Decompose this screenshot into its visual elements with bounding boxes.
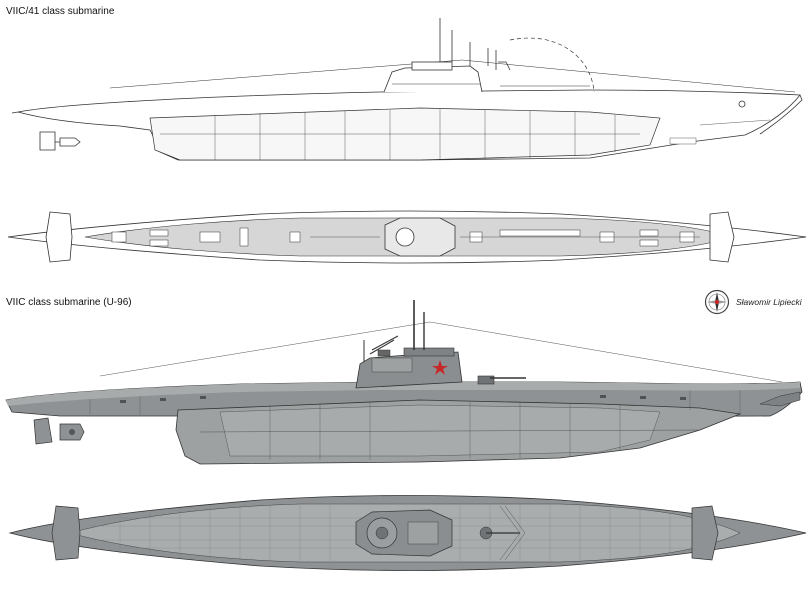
lower-drawing-title: VIIC class submarine (U-96)	[6, 297, 132, 308]
u96-side-profile	[5, 300, 803, 465]
u96-top-view	[8, 495, 807, 571]
compass-rose-logo-icon	[704, 289, 730, 315]
upper-drawing-title: VIIC/41 class submarine	[6, 6, 115, 17]
viic41-top-view	[7, 210, 807, 264]
viic41-side-profile	[11, 18, 803, 161]
author-signature: Sławomir Lipiecki	[736, 297, 802, 307]
